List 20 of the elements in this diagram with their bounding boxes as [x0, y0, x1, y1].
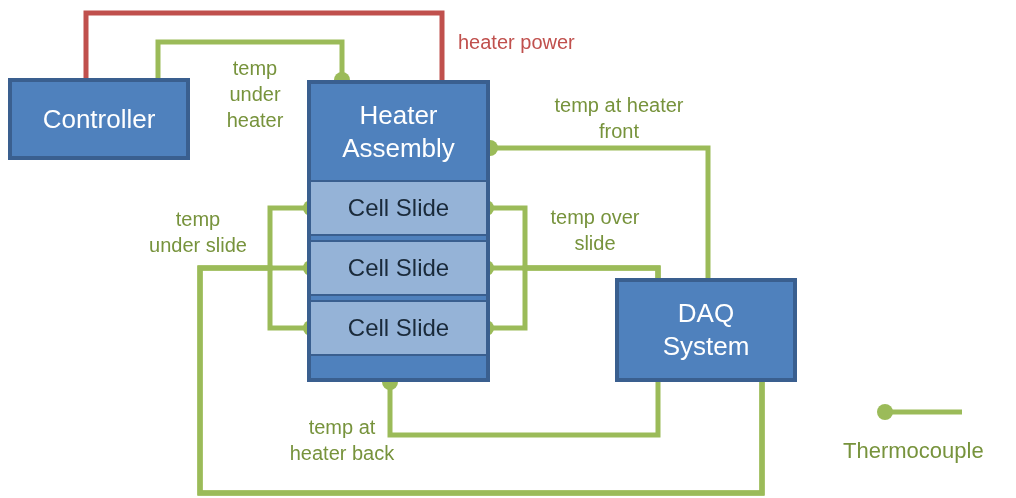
process-box: [8, 78, 190, 160]
edge-label: temp under heater: [225, 56, 285, 133]
connector-line: [83, 10, 445, 80]
node-title: Heater Assembly: [341, 99, 456, 165]
edge-label: heater power: [458, 30, 576, 55]
cell-slide-box: [311, 240, 486, 296]
node-label: Cell Slide: [346, 193, 451, 223]
cell-slide-box: [311, 180, 486, 236]
edge-label: temp under slide: [148, 207, 248, 258]
edge-label: temp at heater front: [553, 93, 685, 144]
node-label: Cell Slide: [346, 253, 451, 283]
node-label: Cell Slide: [346, 313, 451, 343]
node-label: DAQ System: [661, 297, 751, 363]
heater-assembly-box: [307, 80, 490, 382]
cell-slide-box: [311, 300, 486, 356]
process-box: [615, 278, 797, 382]
legend-label: Thermocouple: [843, 437, 984, 465]
edge-label: temp at heater back: [288, 415, 396, 466]
node-label: Controller: [41, 102, 157, 136]
edge-label: temp over slide: [549, 205, 641, 256]
